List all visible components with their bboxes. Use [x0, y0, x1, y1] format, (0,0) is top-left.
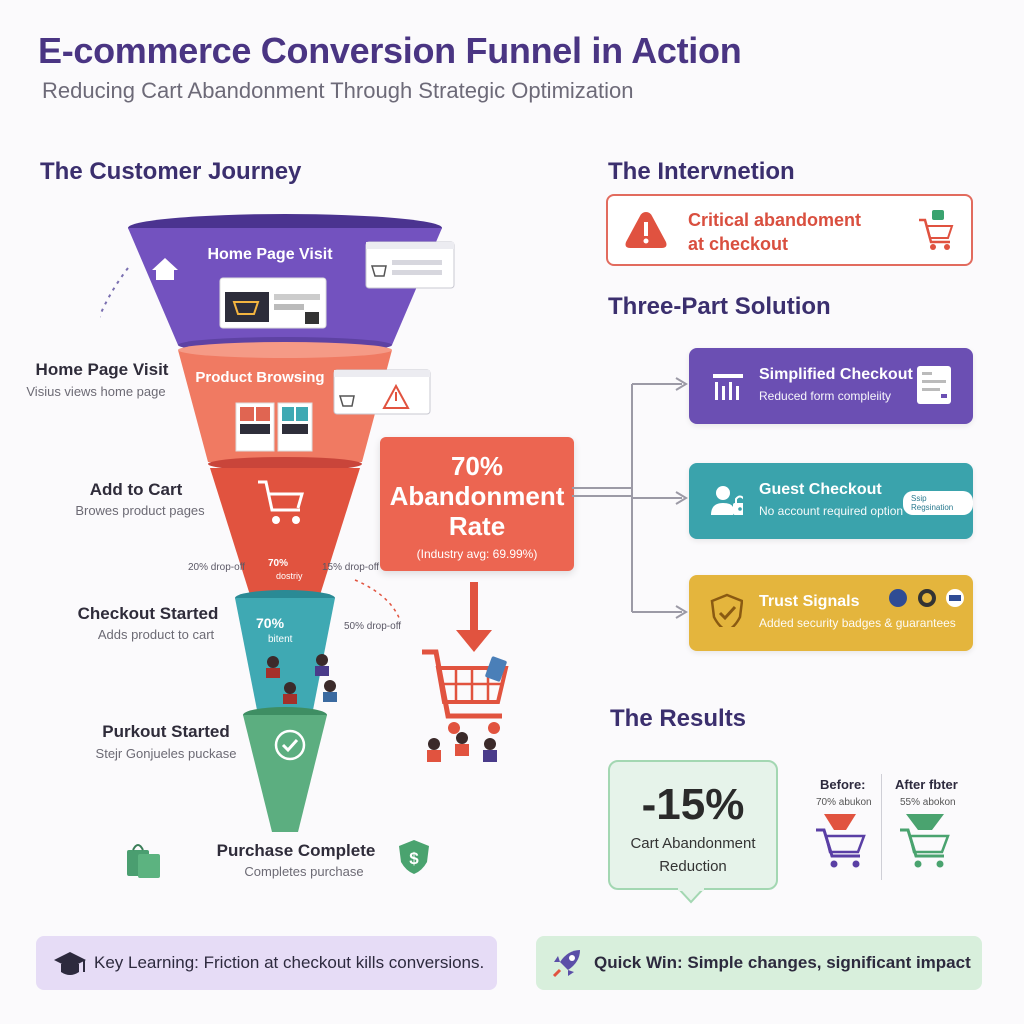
results-section-title: The Results	[610, 705, 747, 732]
funnel-top-label: Home Page Visit	[207, 246, 333, 263]
step-desc-purkout: Stejr Gonjueles puckase	[95, 746, 237, 761]
results-sub-line-1: Cart Abandonment	[630, 835, 756, 852]
step-label-checkout: Checkout Started	[77, 604, 219, 623]
step-desc-home: Visius views home page	[26, 384, 166, 399]
intervention-section-title: The Intervnetion	[608, 158, 795, 185]
card-2-desc: No account required option	[759, 504, 904, 518]
journey-section-title: The Customer Journey	[40, 158, 302, 185]
red-cart-icon	[422, 649, 509, 734]
graduation-cap-icon	[54, 952, 86, 975]
funnel-stage-purchase	[243, 715, 327, 832]
step-desc-checkout: Adds product to cart	[97, 627, 215, 642]
rocket-icon	[552, 950, 580, 978]
card-2-title: Guest Checkout	[759, 481, 882, 498]
results-sub-line-2: Reduction	[659, 858, 727, 875]
alert-line-1: Critical abandoment	[688, 210, 862, 230]
dropoff-checkout-label: 50% drop-off	[344, 621, 402, 632]
after-label: After fbter	[895, 777, 958, 792]
card-1-title: Simplified Checkout	[759, 366, 913, 383]
abandonment-pct: 70%	[450, 451, 504, 481]
alert-line-2: at checkout	[688, 234, 789, 254]
shopping-bag-icon	[127, 844, 160, 878]
home-icon	[152, 258, 178, 280]
card-trust-signals: Trust Signals Added security badges & gu…	[689, 575, 973, 651]
security-badges	[889, 589, 964, 607]
dropoff-left-label: 20% drop-off	[188, 562, 246, 573]
card-3-desc: Added security badges & guarantees	[759, 616, 956, 630]
quick-win-text: Quick Win: Simple changes, significant i…	[594, 953, 971, 972]
page-title: E-commerce Conversion Funnel in Action	[38, 30, 742, 71]
abandonment-rate-word: Rate	[448, 511, 506, 541]
funnel-cart-sub: dostriy	[276, 571, 303, 581]
dropoff-right-label: 15% drop-off	[322, 562, 380, 573]
after-value: 55% abokon	[900, 797, 956, 808]
funnel-second-label: Product Browsing	[195, 369, 325, 386]
key-learning-bar: Key Learning: Friction at checkout kills…	[36, 936, 497, 990]
card-3-title: Trust Signals	[759, 593, 860, 610]
before-label: Before:	[820, 777, 866, 792]
before-cart-icon	[816, 814, 866, 868]
funnel-stage-cart	[210, 468, 360, 595]
card-simplified-checkout: Simplified Checkout Reduced form complei…	[689, 348, 973, 424]
step-label-home: Home Page Visit	[35, 360, 169, 379]
funnel-cart-pct: 70%	[268, 558, 289, 569]
cart-icon	[919, 210, 954, 250]
results-big-value: -15%	[641, 780, 745, 829]
cart-icon	[258, 480, 304, 524]
card-guest-checkout: Guest Checkout No account required optio…	[689, 463, 973, 539]
before-after-divider	[881, 774, 882, 880]
abandonment-rate-box: 70% Abandonment Rate (Industry avg: 69.9…	[380, 437, 574, 571]
before-value: 70% abukon	[816, 797, 872, 808]
critical-alert: Critical abandoment at checkout	[606, 194, 973, 266]
solution-connectors	[572, 377, 688, 619]
quick-win-bar: Quick Win: Simple changes, significant i…	[536, 936, 982, 990]
funnel-stage-checkout	[235, 598, 335, 710]
abandon-cart-illustration	[422, 582, 509, 762]
user-lock-icon	[711, 486, 743, 515]
after-cart-icon	[900, 814, 950, 868]
alert-icon	[625, 212, 667, 248]
page-subtitle: Reducing Cart Abandonment Through Strate…	[42, 78, 634, 103]
card-1-desc: Reduced form compleiity	[759, 389, 892, 403]
results-box-pointer	[676, 888, 706, 904]
funnel-checkout-pct: 70%	[256, 615, 285, 631]
check-icon	[274, 729, 306, 761]
step-desc-cart: Browes product pages	[75, 503, 205, 518]
results-box: -15% Cart Abandonment Reduction	[608, 760, 778, 890]
step-label-purkout: Purkout Started	[102, 722, 230, 741]
funnel-checkout-sub: bitent	[268, 634, 293, 645]
abandonment-note: (Industry avg: 69.99%)	[416, 547, 538, 561]
step-label-cart: Add to Cart	[89, 480, 183, 499]
key-learning-text: Key Learning: Friction at checkout kills…	[94, 953, 485, 972]
server-icon	[713, 374, 743, 400]
conversion-funnel	[100, 214, 455, 832]
abandonment-word: Abandonment	[389, 481, 565, 511]
form-icon	[917, 366, 951, 404]
svg-text:$: $	[409, 849, 419, 868]
step-desc-purchase: Completes purchase	[244, 864, 364, 879]
shield-dollar-icon: $	[399, 840, 429, 874]
skip-registration-badge: Ssip Regsination	[903, 491, 973, 515]
step-label-purchase: Purchase Complete	[216, 841, 376, 860]
solution-section-title: Three-Part Solution	[608, 293, 831, 320]
shield-icon	[710, 593, 743, 627]
